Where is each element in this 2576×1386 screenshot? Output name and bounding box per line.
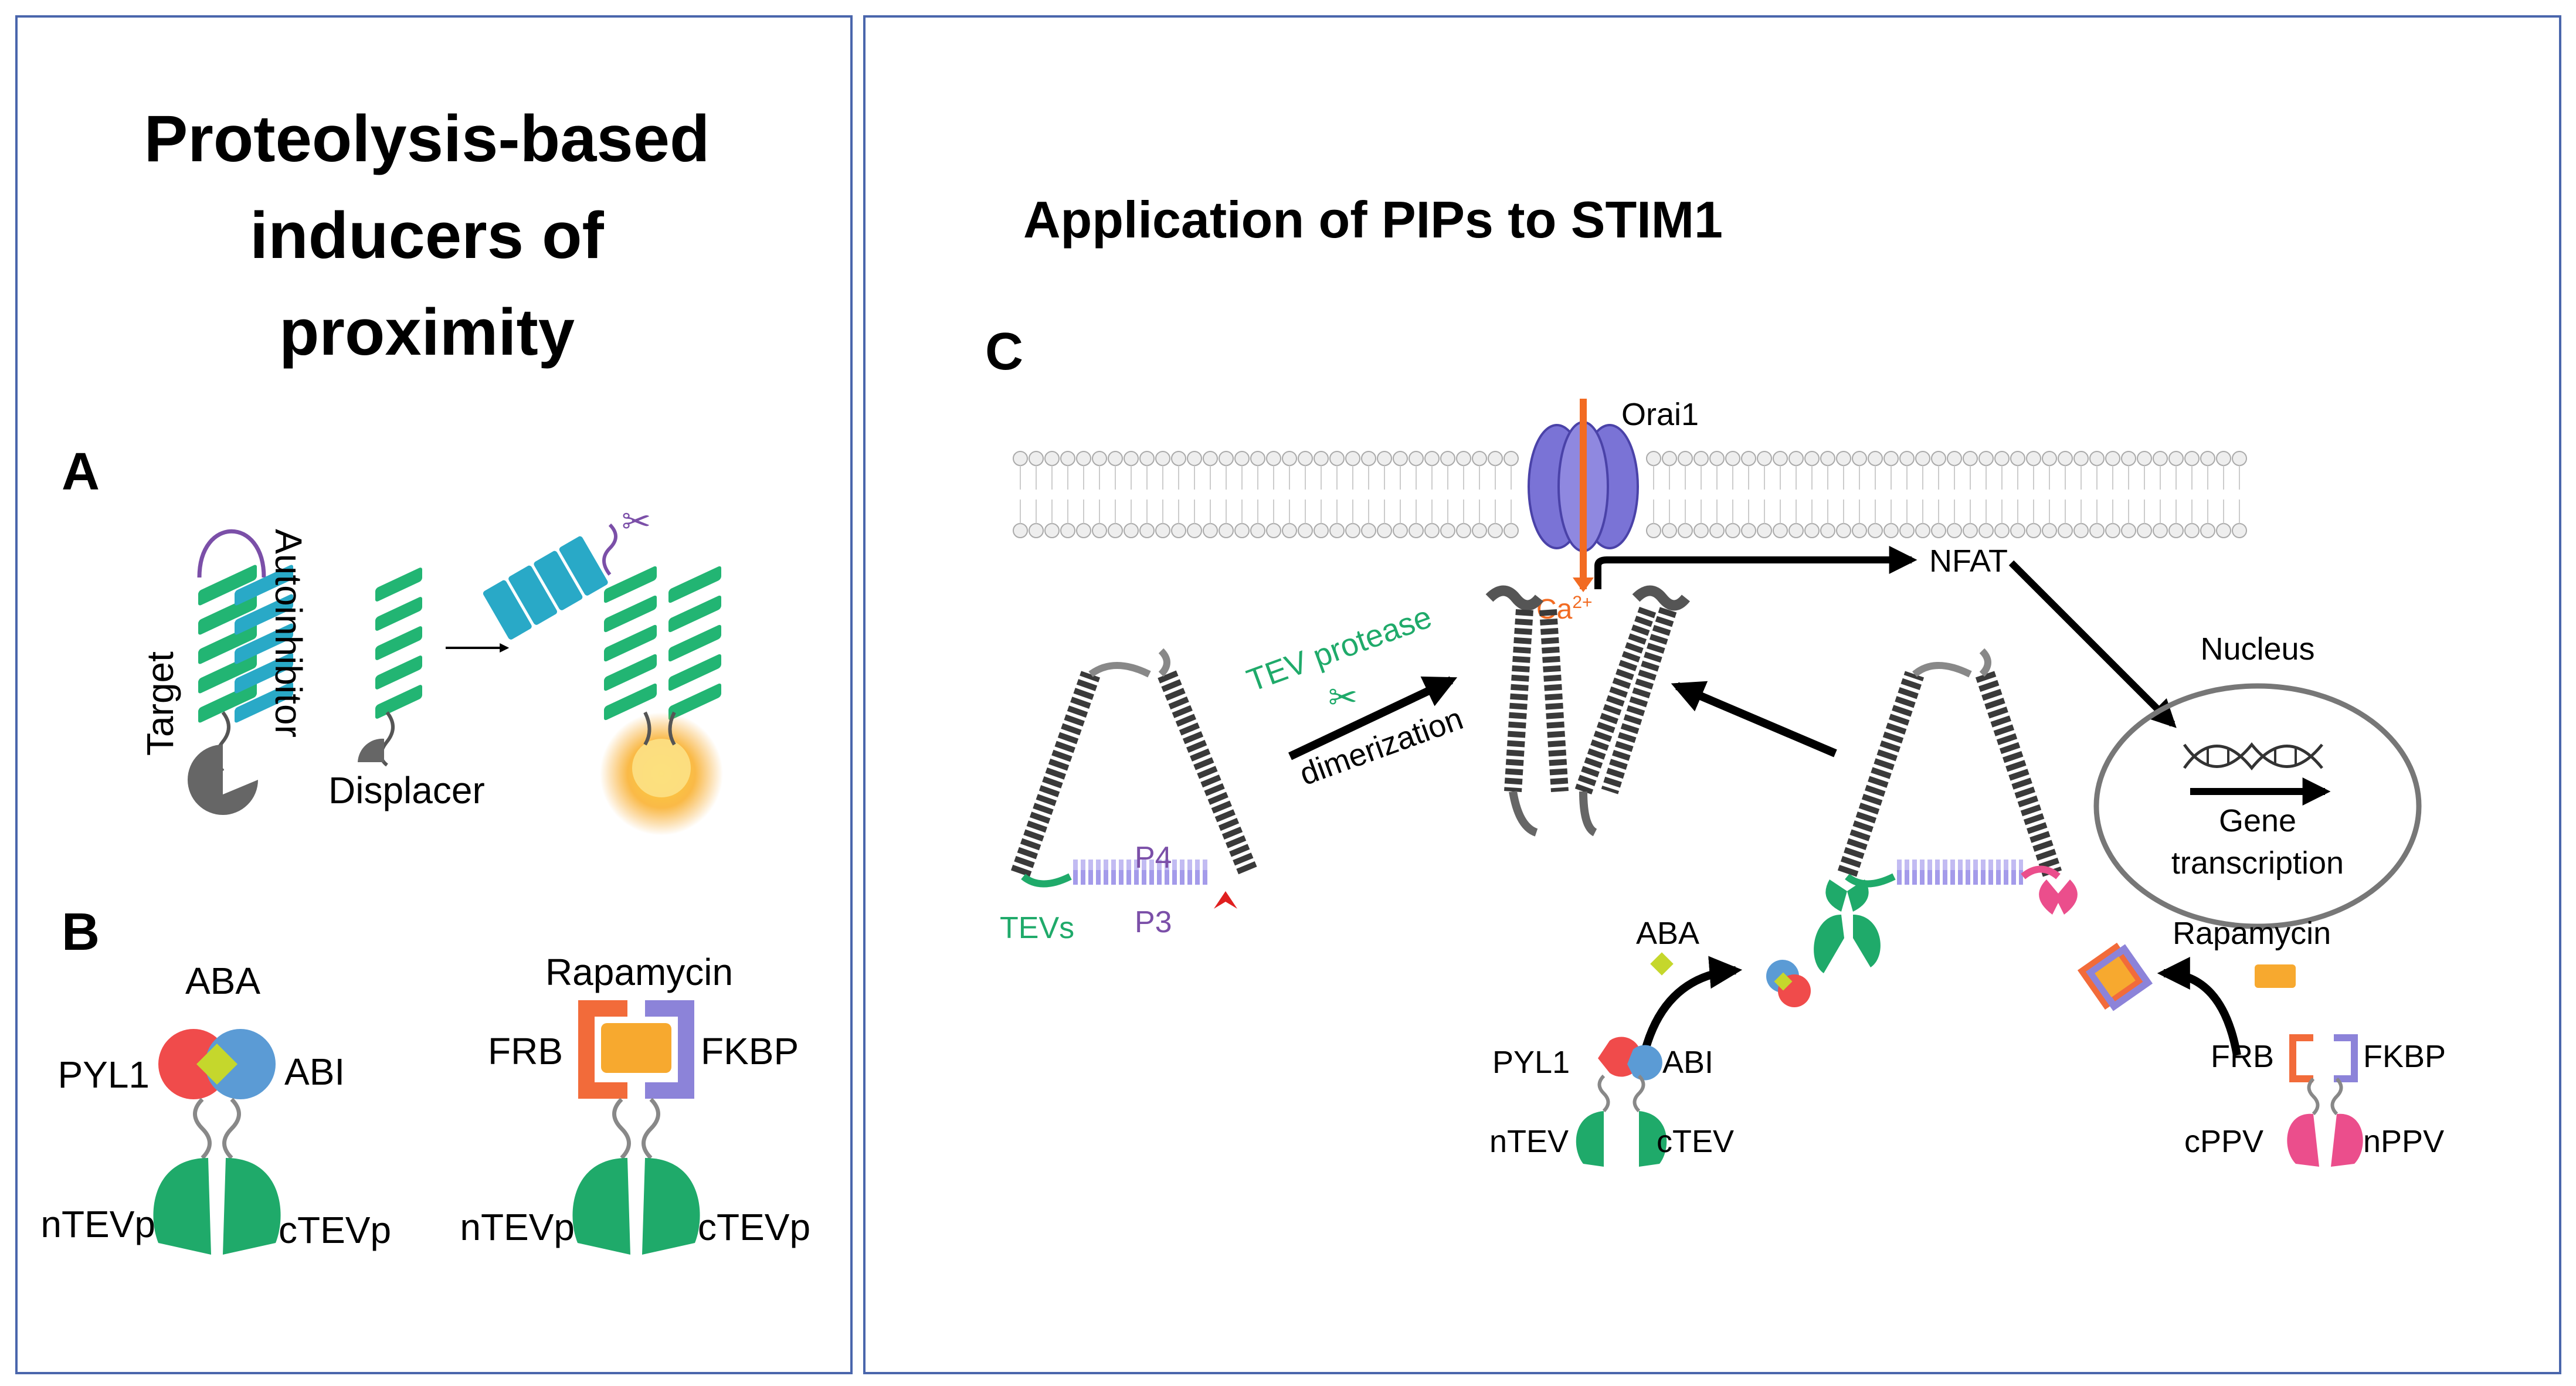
rapamycin-ligand-label: Rapamycin xyxy=(545,951,733,993)
aba-ligand xyxy=(196,1044,237,1085)
svg-text:Proteolysis-based: Proteolysis-based xyxy=(144,102,710,175)
dna-icon xyxy=(2183,742,2323,770)
cppv-label-c: cPPV xyxy=(2184,1124,2263,1159)
active-displacer-helix xyxy=(668,566,721,721)
right-panel-title: Application of PIPs to STIM1 xyxy=(1023,191,1723,249)
aba-binding-arrow xyxy=(1638,956,1743,1065)
frb-label: FRB xyxy=(488,1030,563,1072)
fkbp-domain-c xyxy=(2334,1034,2358,1082)
frb-domain-c xyxy=(2289,1034,2313,1082)
aba-ligand-c xyxy=(1650,952,1674,976)
ntevp-label: nTEVp xyxy=(40,1203,155,1245)
abi-domain-c xyxy=(1627,1045,1662,1081)
autoinhibitor-label: Autoinhibitor xyxy=(267,529,310,738)
nppv-domain-c xyxy=(2331,1113,2363,1167)
fkbp-label: FKBP xyxy=(701,1030,799,1072)
abi-domain xyxy=(205,1029,276,1099)
ntev-label-c: nTEV xyxy=(1489,1124,1569,1159)
scissors-icon-tev: ✂ xyxy=(1328,678,1357,717)
ntevp-domain xyxy=(153,1158,211,1255)
p3-label: P3 xyxy=(1135,905,1172,939)
nucleus-envelope xyxy=(2093,683,2422,929)
left-panel-border xyxy=(15,15,853,1374)
abi-label: ABI xyxy=(284,1051,345,1093)
displacer-label: Displacer xyxy=(328,769,485,811)
svg-text:inducers of: inducers of xyxy=(250,199,604,272)
grey-domain xyxy=(188,745,258,815)
pyl1-label: PYL1 xyxy=(57,1054,150,1096)
svg-text:proximity: proximity xyxy=(279,295,575,369)
ntev-domain-c xyxy=(1576,1111,1604,1167)
target-helix xyxy=(198,565,257,723)
active-target-helix xyxy=(604,566,657,721)
right-panel-border xyxy=(863,15,2561,1374)
panel-a-letter: A xyxy=(62,443,100,501)
panel-c-letter: C xyxy=(985,322,1023,381)
aba-split-tev: ABA PYL1 ABI nTEV cTEV xyxy=(1489,916,1743,1167)
aba-system: ABA PYL1 ABI nTEVp cTEVp xyxy=(40,960,391,1255)
orai1-channel: Orai1 xyxy=(1528,397,1699,552)
gene-label-2: transcription xyxy=(2171,845,2344,881)
autoinhibitor-helix xyxy=(235,565,293,723)
red-marker xyxy=(1214,891,1237,909)
p4-label: P4 xyxy=(1135,841,1172,875)
aba-label-c: ABA xyxy=(1636,916,1699,951)
nfat-to-nucleus-arrow xyxy=(2008,560,2177,728)
ctevp-domain-2 xyxy=(642,1158,700,1255)
autoinhibited-target: Target Autoinhibitor xyxy=(139,529,310,815)
tev-cleavage-arrow xyxy=(1288,676,1458,760)
nppv-label-c: nPPV xyxy=(2363,1124,2444,1159)
ctevp-domain xyxy=(223,1158,281,1255)
fkbp-domain xyxy=(645,1000,694,1099)
activation-arrow-right xyxy=(1671,681,1837,757)
orai1-label: Orai1 xyxy=(1621,397,1699,432)
tev-protease-step: TEV protease ✂ dimerization xyxy=(1243,599,1468,792)
ctevp-label: cTEVp xyxy=(279,1209,391,1251)
target-label: Target xyxy=(139,651,181,756)
activated-target: ✂ xyxy=(600,502,723,835)
tevs-label: TEVs xyxy=(1000,911,1074,945)
scissors-icon: ✂ xyxy=(622,502,651,541)
frb-domain xyxy=(578,1000,627,1099)
nfat-activation-arrow xyxy=(1594,546,1917,589)
rapamycin-binding-arrow xyxy=(2157,957,2241,1057)
abi-label-c: ABI xyxy=(1662,1045,1713,1080)
nucleus-label: Nucleus xyxy=(2200,631,2314,667)
ntevp-label-2: nTEVp xyxy=(460,1206,575,1248)
left-panel-title: Proteolysis-based inducers of proximity xyxy=(144,102,710,369)
rapamycin-ligand-c xyxy=(2255,964,2296,988)
displaced-autoinhibitor xyxy=(483,536,608,640)
displacer: Displacer xyxy=(328,568,485,811)
stim1-inactive-left: TEVs P4 P3 xyxy=(1000,648,1258,945)
rapamycin-label-c: Rapamycin xyxy=(2173,916,2331,951)
tevs-site xyxy=(1021,873,1072,888)
pyl1-label-c: PYL1 xyxy=(1492,1045,1570,1080)
aba-ligand-label: ABA xyxy=(185,960,260,1002)
stim1-active xyxy=(1485,585,1691,837)
lipid-bilayer xyxy=(1013,451,2247,538)
panel-b-letter: B xyxy=(62,903,100,962)
ntevp-domain-2 xyxy=(572,1158,630,1255)
cppv-domain-c xyxy=(2287,1113,2319,1167)
rapamycin-system: Rapamycin FRB FKBP nTEVp cTEVp xyxy=(460,951,810,1255)
ctevp-label-2: cTEVp xyxy=(698,1206,810,1248)
stim1-inactive-right xyxy=(1766,648,2153,1011)
frb-label-c: FRB xyxy=(2211,1039,2274,1074)
fkbp-label-c: FKBP xyxy=(2363,1039,2446,1074)
gene-label-1: Gene xyxy=(2219,803,2296,838)
nfat-label: NFAT xyxy=(1929,543,2008,579)
ctev-domain-c xyxy=(1639,1111,1667,1167)
rapamycin-split-ppv: Rapamycin FRB FKBP cPPV nPPV xyxy=(2157,916,2446,1167)
nucleus: Nucleus Gene transcription xyxy=(2093,631,2422,929)
rapamycin-ligand xyxy=(601,1023,671,1073)
ctev-label-c: cTEV xyxy=(1657,1124,1734,1159)
